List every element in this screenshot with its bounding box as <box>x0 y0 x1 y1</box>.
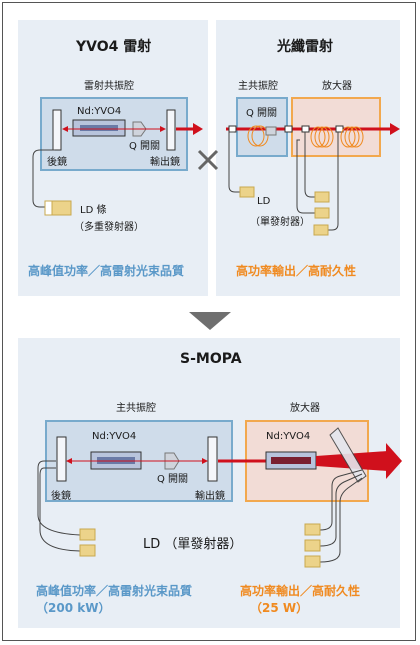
fiber-amp-label: 放大器 <box>322 81 352 92</box>
s-mopa-title: S-MOPA <box>180 351 242 367</box>
yvo4-crystal-label: Nd:YVO4 <box>77 106 122 117</box>
s-mopa-ld-label: LD （單發射器） <box>143 537 243 552</box>
fiber-ld-label-2: （單發射器） <box>250 217 310 228</box>
yvo4-output-mirror-label: 輸出鏡 <box>150 157 180 168</box>
yvo4-output-mirror <box>166 109 176 151</box>
versus-cross-icon <box>197 149 219 171</box>
fiber-laser-title: 光纖雷射 <box>277 39 333 55</box>
s-mopa-output-mirror-label: 輸出鏡 <box>195 491 225 502</box>
yvo4-qswitch-label: Q 開關 <box>129 141 161 152</box>
s-mopa-rear-mirror-label: 後鏡 <box>51 491 71 502</box>
s-mopa-dichroic-mirror <box>329 427 367 483</box>
yvo4-rear-mirror <box>52 109 62 151</box>
yvo4-cavity-label: 雷射共振腔 <box>84 81 134 92</box>
yvo4-output-beam <box>176 123 203 135</box>
s-mopa-amp-label: 放大器 <box>290 403 320 414</box>
s-mopa-ld-chips <box>79 523 321 568</box>
s-mopa-cavity-label: 主共振腔 <box>116 403 156 414</box>
fiber-ld-chips <box>239 186 330 236</box>
fiber-cavity-coil <box>247 125 269 147</box>
s-mopa-feature-right-1: 高功率輸出／高耐久性 <box>240 584 361 598</box>
fiber-feature-text: 高功率輸出／高耐久性 <box>236 264 357 278</box>
s-mopa-amp-crystal-label: Nd:YVO4 <box>266 431 311 442</box>
down-arrow-icon <box>189 312 231 330</box>
s-mopa-output-mirror <box>207 436 218 482</box>
fiber-amp-coil-1 <box>310 126 334 148</box>
fiber-pump-fibers <box>228 131 339 231</box>
s-mopa-feature-left-2: （200 kW） <box>36 601 111 615</box>
yvo4-rear-mirror-label: 後鏡 <box>47 157 67 168</box>
s-mopa-pump-fibers <box>37 460 363 563</box>
s-mopa-qswitch-label: Q 開關 <box>157 474 189 485</box>
fiber-qswitch <box>265 126 277 136</box>
yvo4-laser-title: YVO4 雷射 <box>76 39 152 55</box>
panel-fiber-laser <box>216 20 400 296</box>
yvo4-feature-text: 高峰值功率／高雷射光束品質 <box>28 264 185 278</box>
yvo4-crystal <box>72 119 126 137</box>
s-mopa-rear-mirror <box>56 436 67 482</box>
s-mopa-feature-right-2: （25 W） <box>250 601 309 615</box>
fiber-qswitch-label: Q 開關 <box>246 108 278 119</box>
fiber-amp-coil-2 <box>340 126 364 148</box>
fiber-cavity-label: 主共振腔 <box>238 81 278 92</box>
figure-frame <box>2 2 416 641</box>
yvo4-ld-label-1: LD 條 <box>80 205 107 216</box>
fiber-ld-label-1: LD <box>257 196 271 207</box>
yvo4-pump-fiber <box>32 149 55 208</box>
s-mopa-feature-left-1: 高峰值功率／高雷射光束品質 <box>36 584 193 598</box>
yvo4-ld-label-2: （多重發射器） <box>74 222 144 233</box>
s-mopa-amp-crystal <box>265 451 317 470</box>
s-mopa-crystal-label: Nd:YVO4 <box>92 431 137 442</box>
